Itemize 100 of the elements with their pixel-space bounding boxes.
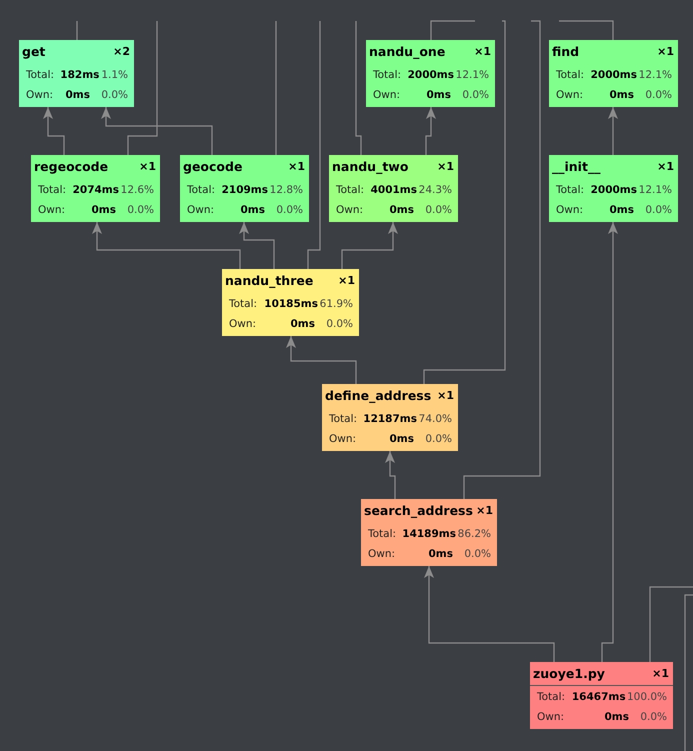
function-name: geocode xyxy=(183,161,242,174)
row-label: Total: xyxy=(38,185,66,196)
row-label: Own: xyxy=(368,549,396,560)
function-box xyxy=(361,499,497,566)
function-box xyxy=(329,155,458,222)
row-label: Own: xyxy=(556,90,584,100)
row-label: Total: xyxy=(537,692,566,702)
call-arrow xyxy=(424,566,555,662)
call-arrow xyxy=(425,107,436,155)
connector-line xyxy=(649,586,693,662)
time-value: 0ms xyxy=(390,434,414,444)
time-value: 4001ms xyxy=(370,185,417,196)
time-value: 2074ms xyxy=(72,185,119,196)
function-box xyxy=(322,384,458,451)
call-arrow xyxy=(608,107,618,155)
call-arrow xyxy=(385,451,396,499)
time-value: 14189ms xyxy=(402,529,456,540)
function-name: find xyxy=(552,46,580,58)
percent-value: 12.6% xyxy=(120,185,154,196)
call-count: ×1 xyxy=(474,46,491,57)
function-box xyxy=(530,662,673,729)
function-name: __init__ xyxy=(552,161,600,174)
percent-value: 0.0% xyxy=(425,434,452,444)
call-count: ×1 xyxy=(476,505,493,516)
percent-value: 12.1% xyxy=(638,70,672,80)
function-box xyxy=(180,155,309,222)
row-label: Total: xyxy=(229,299,258,310)
row-label: Total: xyxy=(368,529,396,540)
function-name: nandu_one xyxy=(369,46,446,58)
time-value: 0ms xyxy=(426,90,451,100)
row-label: Total: xyxy=(26,70,54,80)
percent-value: 24.3% xyxy=(418,185,452,196)
time-value: 0ms xyxy=(604,712,629,722)
time-value: 2109ms xyxy=(222,185,268,196)
function-box xyxy=(31,155,160,222)
row-label: Own: xyxy=(26,90,54,100)
connector-line xyxy=(76,21,78,40)
row-label: Own: xyxy=(537,712,564,722)
call-arrow xyxy=(239,222,275,269)
connector-line xyxy=(275,21,277,155)
call-count: ×2 xyxy=(113,46,130,57)
call-count: ×1 xyxy=(657,161,674,172)
function-box xyxy=(19,40,134,107)
call-arrow xyxy=(92,222,241,269)
time-value: 0ms xyxy=(240,205,265,216)
call-count: ×1 xyxy=(338,275,355,286)
time-value: 0ms xyxy=(428,549,453,560)
call-arrow xyxy=(341,222,398,269)
connector-line xyxy=(355,21,362,155)
percent-value: 0.0% xyxy=(462,90,489,100)
percent-value: 0.0% xyxy=(645,205,672,216)
connector-line xyxy=(559,20,614,40)
function-box xyxy=(549,155,678,222)
percent-value: 61.9% xyxy=(320,299,353,310)
call-count: ×1 xyxy=(139,161,156,172)
time-value: 2000ms xyxy=(590,185,637,196)
percent-value: 0.0% xyxy=(276,205,303,216)
row-label: Total: xyxy=(336,185,364,196)
percent-value: 12.1% xyxy=(456,70,489,80)
percent-value: 0.0% xyxy=(640,712,667,722)
row-label: Own: xyxy=(229,319,256,330)
time-value: 16467ms xyxy=(572,692,626,702)
call-count: ×1 xyxy=(657,46,674,57)
function-name: define_address xyxy=(325,390,432,402)
function-name: get xyxy=(22,46,46,58)
row-label: Total: xyxy=(329,414,358,424)
row-label: Own: xyxy=(373,90,400,100)
row-label: Total: xyxy=(556,70,584,80)
function-name: nandu_three xyxy=(225,275,314,288)
row-label: Total: xyxy=(373,70,402,80)
percent-value: 0.0% xyxy=(425,205,452,216)
function-name: nandu_two xyxy=(332,161,408,174)
call-count: ×1 xyxy=(437,390,454,401)
call-arrow xyxy=(601,222,618,662)
time-value: 10185ms xyxy=(264,299,318,310)
percent-value: 0.0% xyxy=(326,319,353,330)
call-count: ×1 xyxy=(288,161,305,172)
function-box xyxy=(222,269,359,336)
call-count: ×1 xyxy=(652,668,669,679)
time-value: 0ms xyxy=(610,205,634,216)
percent-value: 0.0% xyxy=(101,90,128,100)
function-box xyxy=(549,40,678,107)
connector-line xyxy=(423,20,506,384)
percent-value: 12.8% xyxy=(270,185,303,196)
percent-value: 100.0% xyxy=(626,692,667,702)
connector-line xyxy=(463,20,541,499)
call-arrow xyxy=(101,107,213,155)
row-label: Own: xyxy=(556,205,584,216)
row-label: Own: xyxy=(187,205,214,216)
percent-value: 86.2% xyxy=(458,529,491,540)
row-label: Own: xyxy=(38,205,66,216)
percent-value: 74.0% xyxy=(418,414,452,424)
row-label: Total: xyxy=(187,185,216,196)
function-box xyxy=(366,40,495,107)
row-label: Total: xyxy=(556,185,584,196)
percent-value: 0.0% xyxy=(127,205,154,216)
percent-value: 0.0% xyxy=(645,90,672,100)
time-value: 0ms xyxy=(390,205,414,216)
function-name: regeocode xyxy=(34,161,108,174)
row-label: Own: xyxy=(329,434,356,444)
